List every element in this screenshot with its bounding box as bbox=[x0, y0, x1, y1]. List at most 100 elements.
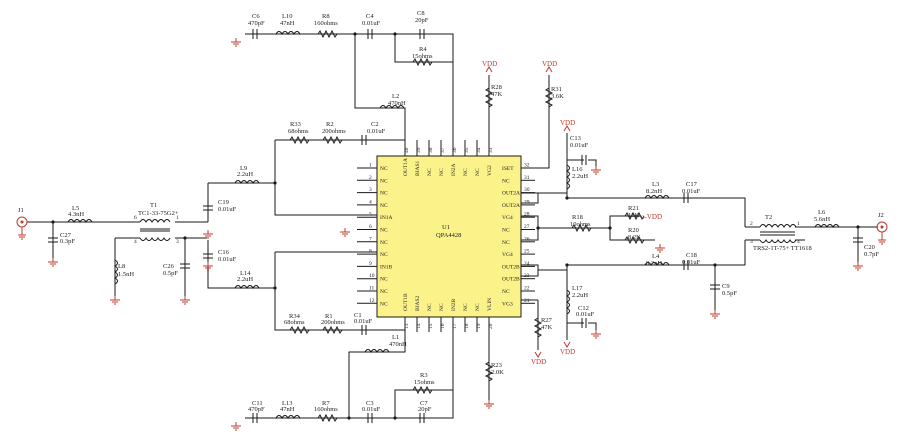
inductor-l14[interactable] bbox=[234, 285, 260, 289]
ic-pin-left[interactable]: 2NC bbox=[357, 175, 388, 185]
component-ref: C26 bbox=[163, 263, 175, 270]
pin-number: 18 bbox=[464, 323, 470, 329]
inductor-l3[interactable] bbox=[644, 195, 670, 199]
resistor-r21[interactable] bbox=[624, 211, 645, 221]
resistor-r31[interactable] bbox=[544, 87, 554, 108]
transformer-t2-ref: T2 bbox=[765, 214, 772, 221]
inductor-l10[interactable] bbox=[275, 31, 301, 35]
ic-pin-left[interactable]: 7NC bbox=[357, 236, 388, 246]
transformer-t2-part: TRS2-1T-75+ TT1618 bbox=[753, 245, 812, 252]
pin-name: NC bbox=[380, 289, 388, 295]
inductor-l2[interactable] bbox=[379, 105, 405, 109]
svg-text:3: 3 bbox=[750, 239, 753, 245]
connector-j2-center bbox=[880, 225, 884, 229]
component-value: 68ohms bbox=[284, 319, 305, 326]
inductor-l9[interactable] bbox=[234, 180, 260, 184]
ic-ref: U1 bbox=[442, 224, 450, 231]
pin-name: ISET bbox=[502, 166, 514, 172]
ic-pin-left[interactable]: 1NC bbox=[357, 163, 388, 173]
ic-pin-left[interactable]: 6NC bbox=[357, 224, 388, 234]
ic-pin-left[interactable]: 4NC bbox=[357, 199, 388, 209]
ground-icon bbox=[203, 230, 213, 239]
pin-name: NC bbox=[463, 303, 469, 311]
ic-pin-left[interactable]: 3NC bbox=[357, 187, 388, 197]
component-value: 2.2uH bbox=[572, 292, 588, 299]
pin-number: 4 bbox=[369, 199, 372, 205]
pin-name: NC bbox=[380, 252, 388, 258]
pin-name: IN2B bbox=[451, 298, 457, 311]
ground-icon bbox=[48, 258, 58, 267]
resistor-r23[interactable] bbox=[484, 361, 494, 382]
inductor-l4[interactable] bbox=[644, 262, 670, 266]
component-ref: C1 bbox=[354, 312, 362, 319]
resistor-r28[interactable] bbox=[484, 87, 494, 108]
component-ref: C16 bbox=[218, 249, 230, 256]
pin-number: 12 bbox=[369, 298, 375, 304]
pin-name: OUT1A bbox=[403, 158, 409, 176]
transformer-t2[interactable] bbox=[759, 224, 797, 243]
resistor-r20[interactable] bbox=[624, 235, 645, 245]
resistor-r7[interactable] bbox=[317, 413, 338, 423]
pin-number: 31 bbox=[524, 175, 530, 181]
component-ref: C17 bbox=[686, 181, 698, 188]
resistor-r4[interactable] bbox=[412, 57, 433, 67]
pin-number: 10 bbox=[369, 273, 375, 279]
pin-number: 16 bbox=[440, 323, 446, 329]
resistor-r3[interactable] bbox=[412, 385, 433, 395]
resistor-r33[interactable] bbox=[289, 135, 310, 145]
inductor-l17[interactable] bbox=[566, 289, 570, 315]
component-ref: C2 bbox=[371, 121, 379, 128]
resistor-r27[interactable] bbox=[533, 317, 543, 338]
component-ref: R7 bbox=[322, 400, 330, 407]
component-label-c4: C40.01uF bbox=[362, 13, 381, 27]
component-ref: R3 bbox=[420, 372, 428, 379]
inductor-l13[interactable] bbox=[275, 415, 301, 419]
pin-name: NC bbox=[380, 178, 388, 184]
resistor-r2[interactable] bbox=[322, 135, 343, 145]
inductor-l6[interactable] bbox=[814, 224, 840, 228]
component-value: 200ohms bbox=[321, 319, 345, 326]
inductor-l16[interactable] bbox=[566, 164, 570, 190]
resistor-r34[interactable] bbox=[289, 325, 310, 335]
transformer-t1[interactable] bbox=[139, 219, 171, 241]
inductor-l8[interactable] bbox=[114, 259, 118, 285]
resistor-r1[interactable] bbox=[322, 325, 343, 335]
component-ref: L10 bbox=[282, 13, 292, 20]
pin-number: 11 bbox=[369, 286, 375, 292]
pin-name: VG4 bbox=[502, 252, 513, 258]
ic-pin-bottom[interactable]: 18 NC bbox=[463, 303, 470, 332]
resistor-r8[interactable] bbox=[317, 29, 338, 39]
component-label-c1: C10.01uF bbox=[354, 312, 373, 325]
inductor-l5[interactable] bbox=[67, 219, 93, 223]
inductor-l1[interactable] bbox=[364, 349, 390, 353]
ic-body[interactable] bbox=[376, 155, 522, 318]
resistor-r18[interactable] bbox=[571, 223, 592, 233]
